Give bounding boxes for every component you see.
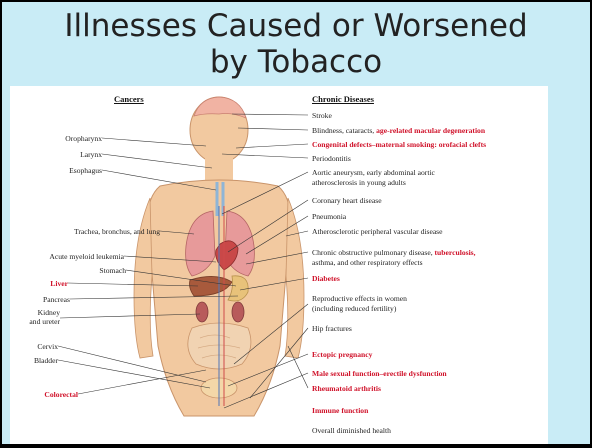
chronic-label-atherosclerotic: Atherosclerotic peripheral vascular dise… — [312, 227, 443, 236]
title-line-2: by Tobacco — [2, 44, 590, 80]
right-arm-shape — [285, 198, 304, 358]
chronic-label-copd-2: asthma, and other respiratory effects — [312, 258, 423, 267]
cancer-label-oropharynx: Oropharynx — [65, 134, 102, 143]
chronic-label-congenital: Congenital defects–maternal smoking: oro… — [312, 140, 486, 149]
kidney-left-shape — [196, 302, 208, 322]
title-line-1: Illnesses Caused or Worsened — [2, 8, 590, 44]
chronic-label-hip: Hip fractures — [312, 324, 352, 333]
anatomy-figure: Cancers Chronic Diseases Oropharynx Lary… — [10, 86, 548, 444]
chronic-label-repro-1: Reproductive effects in women — [312, 294, 407, 303]
cancer-label-stomach: Stomach — [99, 266, 126, 275]
slide-title: Illnesses Caused or Worsened by Tobacco — [2, 8, 590, 80]
chronic-label-periodontitis: Periodontitis — [312, 154, 351, 163]
chronic-label-blindness: Blindness, cataracts, age-related macula… — [312, 126, 485, 135]
cancer-label-bladder: Bladder — [34, 356, 58, 365]
chronic-label-immune: Immune function — [312, 406, 368, 415]
cancer-label-esophagus: Esophagus — [69, 166, 102, 175]
cancers-header: Cancers — [114, 94, 144, 104]
cancer-label-colorectal: Colorectal — [44, 390, 78, 399]
chronic-label-repro-2: (including reduced fertility) — [312, 304, 396, 313]
chronic-label-diabetes: Diabetes — [312, 274, 340, 283]
chronic-label-rheumatoid: Rheumatoid arthritis — [312, 384, 381, 393]
chronic-label-coronary: Coronary heart disease — [312, 196, 382, 205]
chronic-label-stroke: Stroke — [312, 111, 332, 120]
cancer-label-kidney: Kidney — [38, 308, 60, 317]
chronic-label-aortic-2: atherosclerosis in young adults — [312, 178, 406, 187]
chronic-label-overall: Overall diminished health — [312, 426, 391, 435]
cancer-label-lung: Trachea, bronchus, and lung — [74, 227, 160, 236]
chronic-label-copd: Chronic obstructive pulmonary disease, t… — [312, 248, 476, 257]
cancer-label-leukemia: Acute myeloid leukemia — [49, 252, 124, 261]
chronic-label-aortic-1: Aortic aneurysm, early abdominal aortic — [312, 168, 435, 177]
slide: Illnesses Caused or Worsened by Tobacco — [2, 2, 590, 444]
chronic-diseases-header: Chronic Diseases — [312, 94, 374, 104]
kidney-right-shape — [232, 302, 244, 322]
left-arm-shape — [134, 198, 153, 358]
chronic-label-male: Male sexual function–erectile dysfunctio… — [312, 369, 447, 378]
cancer-label-pancreas: Pancreas — [43, 295, 70, 304]
cancer-label-cervix: Cervix — [37, 342, 58, 351]
chronic-label-ectopic: Ectopic pregnancy — [312, 350, 372, 359]
cancer-label-larynx: Larynx — [80, 150, 102, 159]
cancer-label-liver: Liver — [50, 279, 68, 288]
chronic-label-pneumonia: Pneumonia — [312, 212, 346, 221]
cancer-label-ureter: and ureter — [29, 317, 60, 326]
